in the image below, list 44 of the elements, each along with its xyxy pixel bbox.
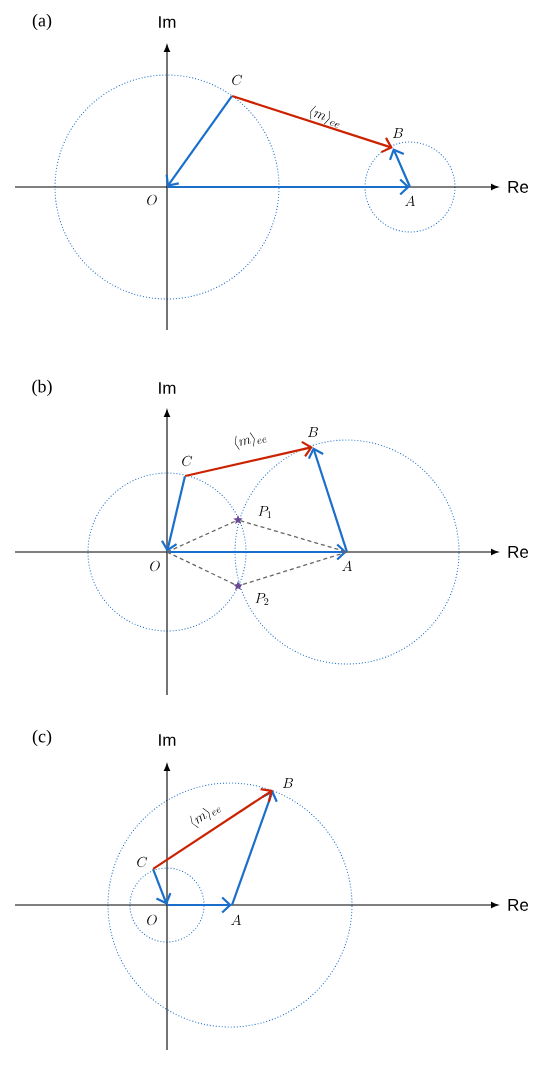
arrow [167, 178, 410, 196]
vertex-label: $A$ [405, 195, 415, 206]
edge-label: $\langle m\rangle_{ee}$ [310, 105, 340, 128]
vertex-label: $C$ [232, 74, 243, 86]
vertex-label: $B$ [307, 427, 318, 437]
arrow [389, 148, 411, 188]
panel-label: (b) [32, 379, 52, 397]
axis-label: Re [508, 899, 529, 911]
arrow [167, 543, 347, 561]
dashed-line [166, 520, 237, 553]
vertex-label: $O$ [150, 560, 160, 572]
vertex-label: $O$ [147, 914, 157, 926]
vertex-label: $A$ [231, 914, 241, 925]
vertex-label: $O$ [147, 194, 157, 206]
arrow [167, 896, 232, 914]
arrow [165, 95, 233, 187]
axis-label: Im [159, 16, 176, 28]
arrow [307, 447, 348, 553]
axis-label: Im [159, 382, 176, 394]
node-label: $P_1$ [258, 506, 271, 518]
panel-label: (c) [32, 729, 52, 747]
dashed-line [239, 520, 348, 553]
vertex-label: $B$ [392, 128, 403, 138]
axis-label: Im [159, 734, 176, 746]
star-point: $P_1$ [233, 506, 271, 525]
vertex-label: $A$ [342, 560, 352, 571]
dashed-line [166, 551, 235, 585]
arrow [152, 868, 172, 905]
edge-label: $\langle m\rangle_{ee}$ [234, 432, 267, 450]
arrow [231, 790, 278, 906]
panel-label: (a) [32, 13, 52, 31]
arrow [231, 95, 393, 154]
edge-label: $\langle m\rangle_{ee}$ [190, 807, 222, 828]
arrow [161, 475, 187, 552]
arrow [152, 788, 273, 870]
arrow [184, 440, 313, 478]
vertex-label: $B$ [282, 778, 293, 788]
node-label: $P_2$ [255, 593, 269, 605]
dashed-line [242, 551, 348, 586]
axis-label: Re [508, 546, 529, 558]
vertex-label: $C$ [137, 856, 148, 868]
vertex-label: $C$ [182, 455, 193, 467]
axis-label: Re [508, 181, 529, 193]
star-point: $P_2$ [233, 581, 269, 605]
